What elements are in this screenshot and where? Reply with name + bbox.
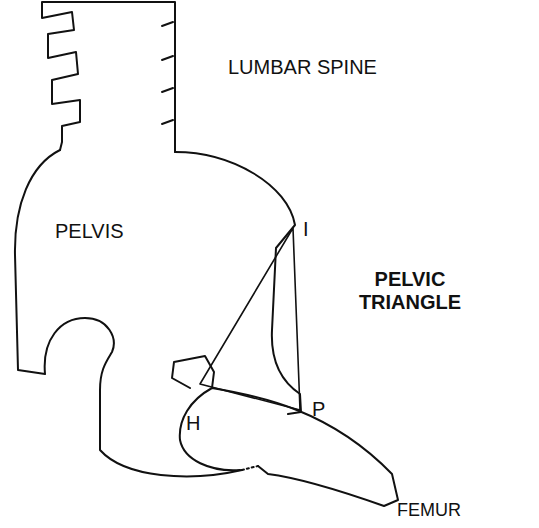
femur-outline [172, 356, 398, 506]
part-label: FEMUR [397, 500, 461, 521]
point-label: P [312, 398, 325, 421]
pelvis-rim [175, 152, 301, 414]
point-label: H [186, 412, 200, 435]
pelvic-triangle [200, 228, 300, 410]
part-label: LUMBAR SPINE [228, 56, 377, 79]
spine-ticks [162, 22, 173, 124]
femur-neck-line [242, 466, 258, 470]
pelvis-outline [15, 150, 242, 476]
point-label: I [303, 218, 309, 241]
part-label: PELVIS [55, 220, 124, 243]
lumbar-spine-outline [42, 2, 175, 152]
triangle-title: PELVIC TRIANGLE [340, 268, 480, 314]
